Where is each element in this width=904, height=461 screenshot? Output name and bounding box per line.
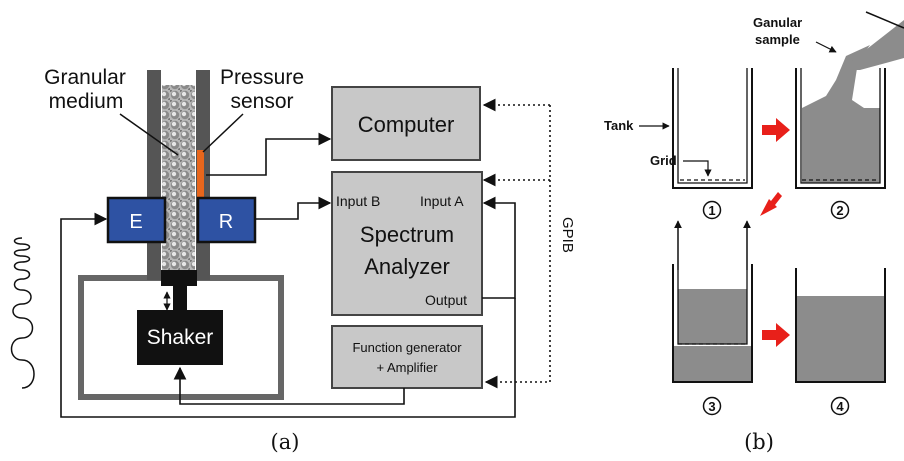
receiver-label: R xyxy=(219,211,233,233)
step-4-circle xyxy=(830,396,850,416)
function-generator-box xyxy=(331,325,483,389)
tube-left-wall xyxy=(147,70,161,280)
analyzer-input-b: Input B xyxy=(336,193,380,209)
pressure-sensor xyxy=(197,150,204,200)
tank-step-1 xyxy=(672,68,753,189)
step-1-number: 1 xyxy=(708,203,715,218)
tank-label: Tank xyxy=(604,118,634,133)
tank-step-3 xyxy=(672,224,753,383)
emitter-label: E xyxy=(129,211,142,233)
pressure-sensor-pointer xyxy=(202,113,244,153)
emitter-box xyxy=(106,196,167,244)
shaker-box xyxy=(137,310,223,365)
generator-to-shaker-wire xyxy=(173,366,405,405)
function-generator-line1: Function generator xyxy=(352,340,462,355)
red-arrow-3-4 xyxy=(762,323,790,347)
analyzer-output: Output xyxy=(425,292,467,308)
step-1-circle xyxy=(702,200,722,220)
granular-medium-label-line2: medium xyxy=(49,90,124,113)
step-2-number: 2 xyxy=(836,203,843,218)
output-to-input-a-wire xyxy=(482,196,516,299)
red-arrow-2-3 xyxy=(760,192,782,216)
grid-pointer xyxy=(683,160,712,177)
panel-a: Shaker E R Granular medium Pressure sens… xyxy=(10,66,576,454)
gpib-label: GPIB xyxy=(559,217,576,253)
analyzer-title-line1: Spectrum xyxy=(360,222,454,247)
sample-pointer xyxy=(815,41,837,53)
sensor-to-computer-wire xyxy=(206,132,332,176)
analyzer-title-line2: Analyzer xyxy=(364,254,450,279)
panel-b: Tank Grid 1 Ganular sample 2 xyxy=(604,11,904,454)
step-3-number: 3 xyxy=(708,399,715,414)
grid-label: Grid xyxy=(650,153,677,168)
shaker-label: Shaker xyxy=(147,326,214,349)
pressure-sensor-label-line1: Pressure xyxy=(220,66,304,89)
computer-label: Computer xyxy=(358,112,455,137)
granular-medium-pointer xyxy=(119,113,179,156)
function-generator-line2: + Amplifier xyxy=(376,360,438,375)
receiver-to-analyzer-wire xyxy=(256,196,332,220)
computer-box xyxy=(331,86,481,161)
gpib-computer-link xyxy=(484,105,551,389)
red-arrow-1-2 xyxy=(762,118,790,142)
spectrum-analyzer-box xyxy=(331,171,483,316)
sample-label-line1: Ganular xyxy=(753,15,802,30)
pressure-sensor-label-line2: sensor xyxy=(230,90,293,113)
step-3-circle xyxy=(702,396,722,416)
step-2-circle xyxy=(830,200,850,220)
piston-head xyxy=(161,270,197,286)
caption-a: (a) xyxy=(271,430,300,454)
receiver-box xyxy=(196,196,257,244)
step-4-number: 4 xyxy=(836,399,844,414)
shaker-rod xyxy=(173,286,187,312)
caption-b: (b) xyxy=(744,430,774,454)
waveform-icon xyxy=(10,237,35,389)
granular-medium-label-line1: Granular xyxy=(44,66,126,89)
analyzer-input-a: Input A xyxy=(420,193,464,209)
sample-label-line2: sample xyxy=(755,32,800,47)
tank-step-2 xyxy=(795,11,904,189)
tank-step-4 xyxy=(795,268,886,383)
granular-medium xyxy=(162,85,195,273)
output-to-emitter-wire xyxy=(60,212,516,418)
